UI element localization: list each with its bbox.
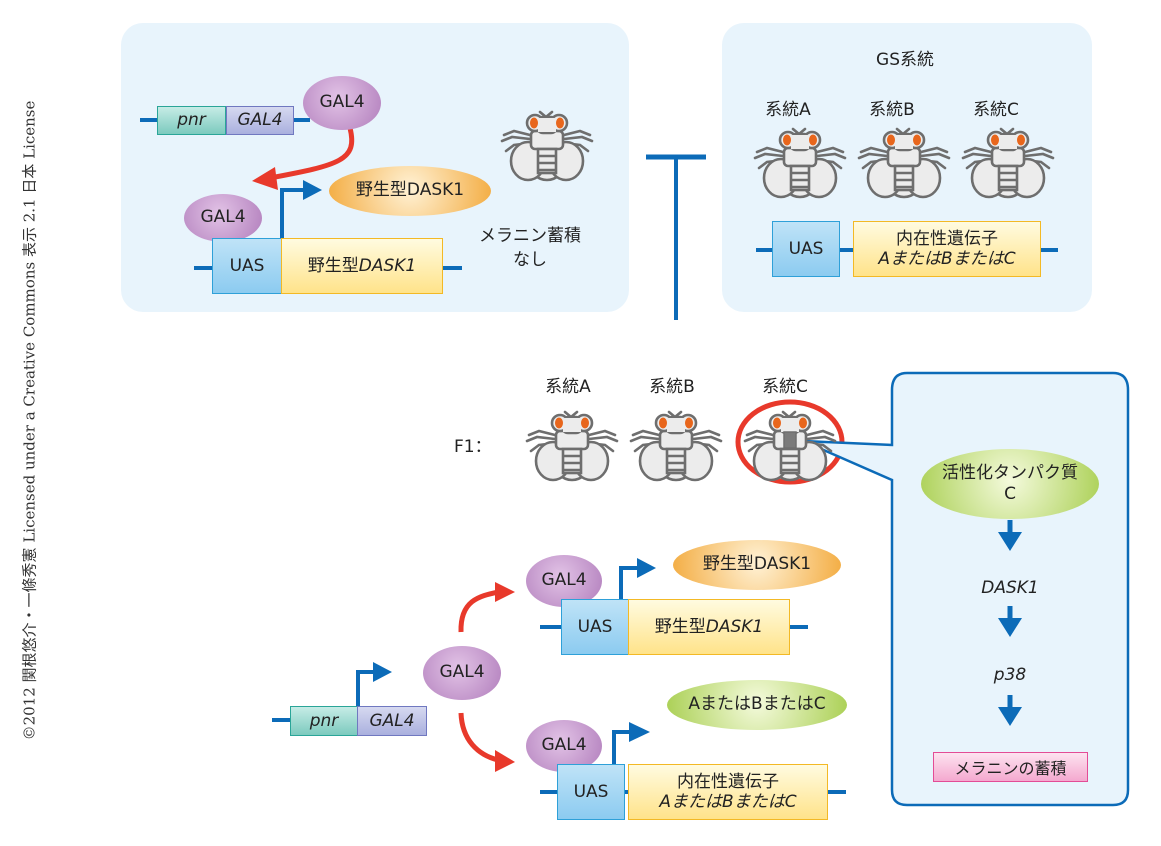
fly-icon (857, 122, 951, 204)
fly-icon (525, 405, 619, 487)
fly-graphic (961, 127, 1055, 199)
activator-protein-c: 活性化タンパク質 C (921, 449, 1099, 519)
gal4-gene: GAL4 (357, 706, 427, 736)
gal4-protein-bound: GAL4 (184, 194, 262, 242)
fly-icon-melanized (743, 405, 837, 487)
pathway-arrow-1 (998, 532, 1022, 551)
product-wildtype-dask1: 野生型DASK1 (329, 166, 491, 216)
gene-label-line2: AまたはBまたはC (878, 249, 1016, 269)
product-label: AまたはBまたはC (688, 694, 826, 715)
fly-graphic (743, 410, 837, 482)
gal4-gene-label: GAL4 (237, 110, 283, 131)
copyright-credit: ©2012 関根悠介・一條秀憲 Licensed under a Creativ… (14, 20, 44, 820)
uas-label: UAS (229, 255, 265, 276)
gene-label-line2: AまたはBまたはC (659, 792, 797, 812)
uas-label: UAS (577, 616, 613, 637)
gene-label-line1: 内在性遺伝子 (677, 771, 779, 792)
endogenous-gene-box: 内在性遺伝子 AまたはBまたはC (628, 764, 828, 820)
credit-text: ©2012 関根悠介・一條秀憲 Licensed under a Creativ… (20, 100, 39, 740)
product-abc: AまたはBまたはC (667, 680, 847, 730)
gal4-gene: GAL4 (226, 106, 294, 135)
fly-icon (961, 122, 1055, 204)
pnr-promoter: pnr (290, 706, 358, 736)
activator-label-line1: 活性化タンパク質 (942, 462, 1078, 483)
pnr-label: pnr (309, 710, 339, 731)
pathway-arrow-3 (998, 707, 1022, 726)
uas-element: UAS (561, 599, 629, 655)
transcription-arrow (356, 670, 375, 707)
gal4-protein-bound: GAL4 (526, 720, 602, 772)
phenotype-text: メラニン蓄積 なし (479, 226, 581, 270)
gal4-protein-label: GAL4 (319, 92, 365, 113)
uas-label: UAS (573, 781, 609, 802)
transgene-box: 野生型DASK1 (281, 238, 443, 294)
fly-graphic (857, 127, 951, 199)
activator-label-line2: C (1004, 484, 1016, 504)
pnr-label: pnr (177, 110, 206, 131)
f1-line-label-c: 系統C (762, 377, 808, 397)
transgene-label: 野生型DASK1 (307, 255, 417, 276)
f1-label: F1： (454, 437, 492, 457)
gene-label-line1: 内在性遺伝子 (896, 228, 998, 249)
fly-icon (629, 405, 723, 487)
fly-icon (500, 105, 594, 187)
endogenous-gene-box: 内在性遺伝子 AまたはBまたはC (853, 221, 1041, 277)
line-label-c: 系統C (973, 100, 1019, 120)
product-label: 野生型DASK1 (702, 554, 812, 575)
line-label-a: 系統A (765, 100, 811, 120)
uas-element: UAS (772, 221, 840, 277)
gal4-protein-label: GAL4 (541, 735, 587, 756)
gal4-protein-label: GAL4 (541, 570, 587, 591)
gal4-protein: GAL4 (423, 646, 501, 700)
transgene-label: 野生型DASK1 (654, 616, 764, 637)
pathway-step-dask1: DASK1 (981, 578, 1039, 598)
product-wildtype-dask1: 野生型DASK1 (673, 540, 841, 590)
uas-element: UAS (212, 238, 282, 294)
gal4-protein-label: GAL4 (200, 207, 246, 228)
uas-element: UAS (557, 764, 625, 820)
gal4-arrow-up (458, 589, 499, 633)
gal4-protein: GAL4 (303, 76, 381, 130)
gal4-arrow-down (458, 712, 499, 763)
pathway-step-p38: p38 (993, 665, 1027, 685)
line-label-b: 系統B (869, 100, 915, 120)
pathway-arrow-2 (998, 618, 1022, 637)
pnr-promoter: pnr (157, 106, 226, 135)
fly-graphic (500, 110, 594, 182)
gs-panel-title: GS系統 (876, 50, 934, 70)
fly-icon (753, 122, 847, 204)
f1-line-label-a: 系統A (545, 377, 591, 397)
f1-line-label-b: 系統B (649, 377, 695, 397)
fly-graphic (629, 410, 723, 482)
uas-label: UAS (788, 238, 824, 259)
gal4-gene-label: GAL4 (369, 710, 415, 731)
transgene-box: 野生型DASK1 (628, 599, 790, 655)
fly-graphic (753, 127, 847, 199)
fly-graphic (525, 410, 619, 482)
product-label: 野生型DASK1 (355, 180, 465, 201)
outcome-label: メラニンの蓄積 (954, 759, 1067, 778)
gal4-protein-bound: GAL4 (526, 555, 602, 607)
melanin-accumulation-box: メラニンの蓄積 (933, 752, 1088, 782)
gal4-protein-label: GAL4 (439, 662, 485, 683)
